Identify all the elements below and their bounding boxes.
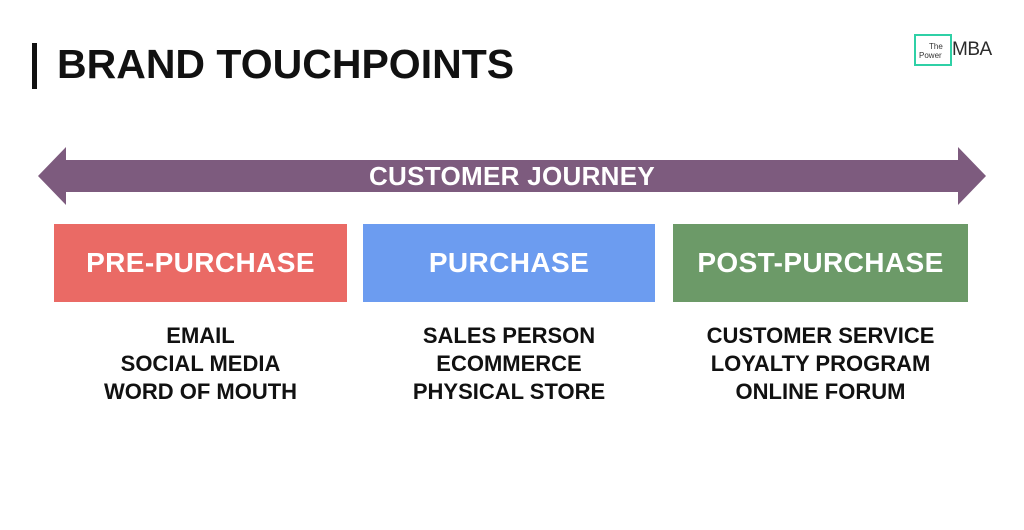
double-arrow-icon	[38, 147, 986, 205]
touchpoint-item: LOYALTY PROGRAM	[710, 351, 931, 376]
touchpoint-item: EMAIL	[166, 323, 235, 348]
logo-text-the: The	[929, 42, 943, 51]
logo-frame: The Power	[914, 34, 952, 66]
touchpoint-item: SOCIAL MEDIA	[120, 351, 281, 376]
touchpoint-list-post-purchase: CUSTOMER SERVICE LOYALTY PROGRAM ONLINE …	[673, 322, 968, 406]
stage-header-pre-purchase: PRE-PURCHASE	[54, 224, 347, 302]
touchpoint-item: WORD OF MOUTH	[103, 379, 298, 404]
title-accent-bar	[32, 43, 37, 89]
stage-pre-purchase: PRE-PURCHASE EMAIL SOCIAL MEDIA WORD OF …	[54, 224, 347, 404]
stage-header-purchase: PURCHASE	[363, 224, 655, 302]
touchpoint-list-pre-purchase: EMAIL SOCIAL MEDIA WORD OF MOUTH	[54, 322, 347, 406]
brand-logo: The Power MBA	[914, 34, 998, 68]
touchpoint-item: CUSTOMER SERVICE	[706, 323, 935, 348]
logo-text-mba: MBA	[952, 39, 992, 60]
touchpoint-item: ONLINE FORUM	[735, 379, 906, 404]
touchpoint-list-purchase: SALES PERSON ECOMMERCE PHYSICAL STORE	[363, 322, 655, 406]
stage-purchase: PURCHASE SALES PERSON ECOMMERCE PHYSICAL…	[363, 224, 655, 404]
touchpoint-item: ECOMMERCE	[436, 351, 582, 376]
customer-journey-label: CUSTOMER JOURNEY	[368, 161, 656, 191]
stage-post-purchase: POST-PURCHASE CUSTOMER SERVICE LOYALTY P…	[673, 224, 968, 404]
customer-journey-arrow: CUSTOMER JOURNEY	[38, 147, 986, 205]
page-title: BRAND TOUCHPOINTS	[57, 41, 515, 87]
stage-header-post-purchase: POST-PURCHASE	[673, 224, 968, 302]
touchpoint-item: PHYSICAL STORE	[412, 379, 606, 404]
logo-text-power: Power	[919, 51, 942, 60]
touchpoint-item: SALES PERSON	[422, 323, 596, 348]
